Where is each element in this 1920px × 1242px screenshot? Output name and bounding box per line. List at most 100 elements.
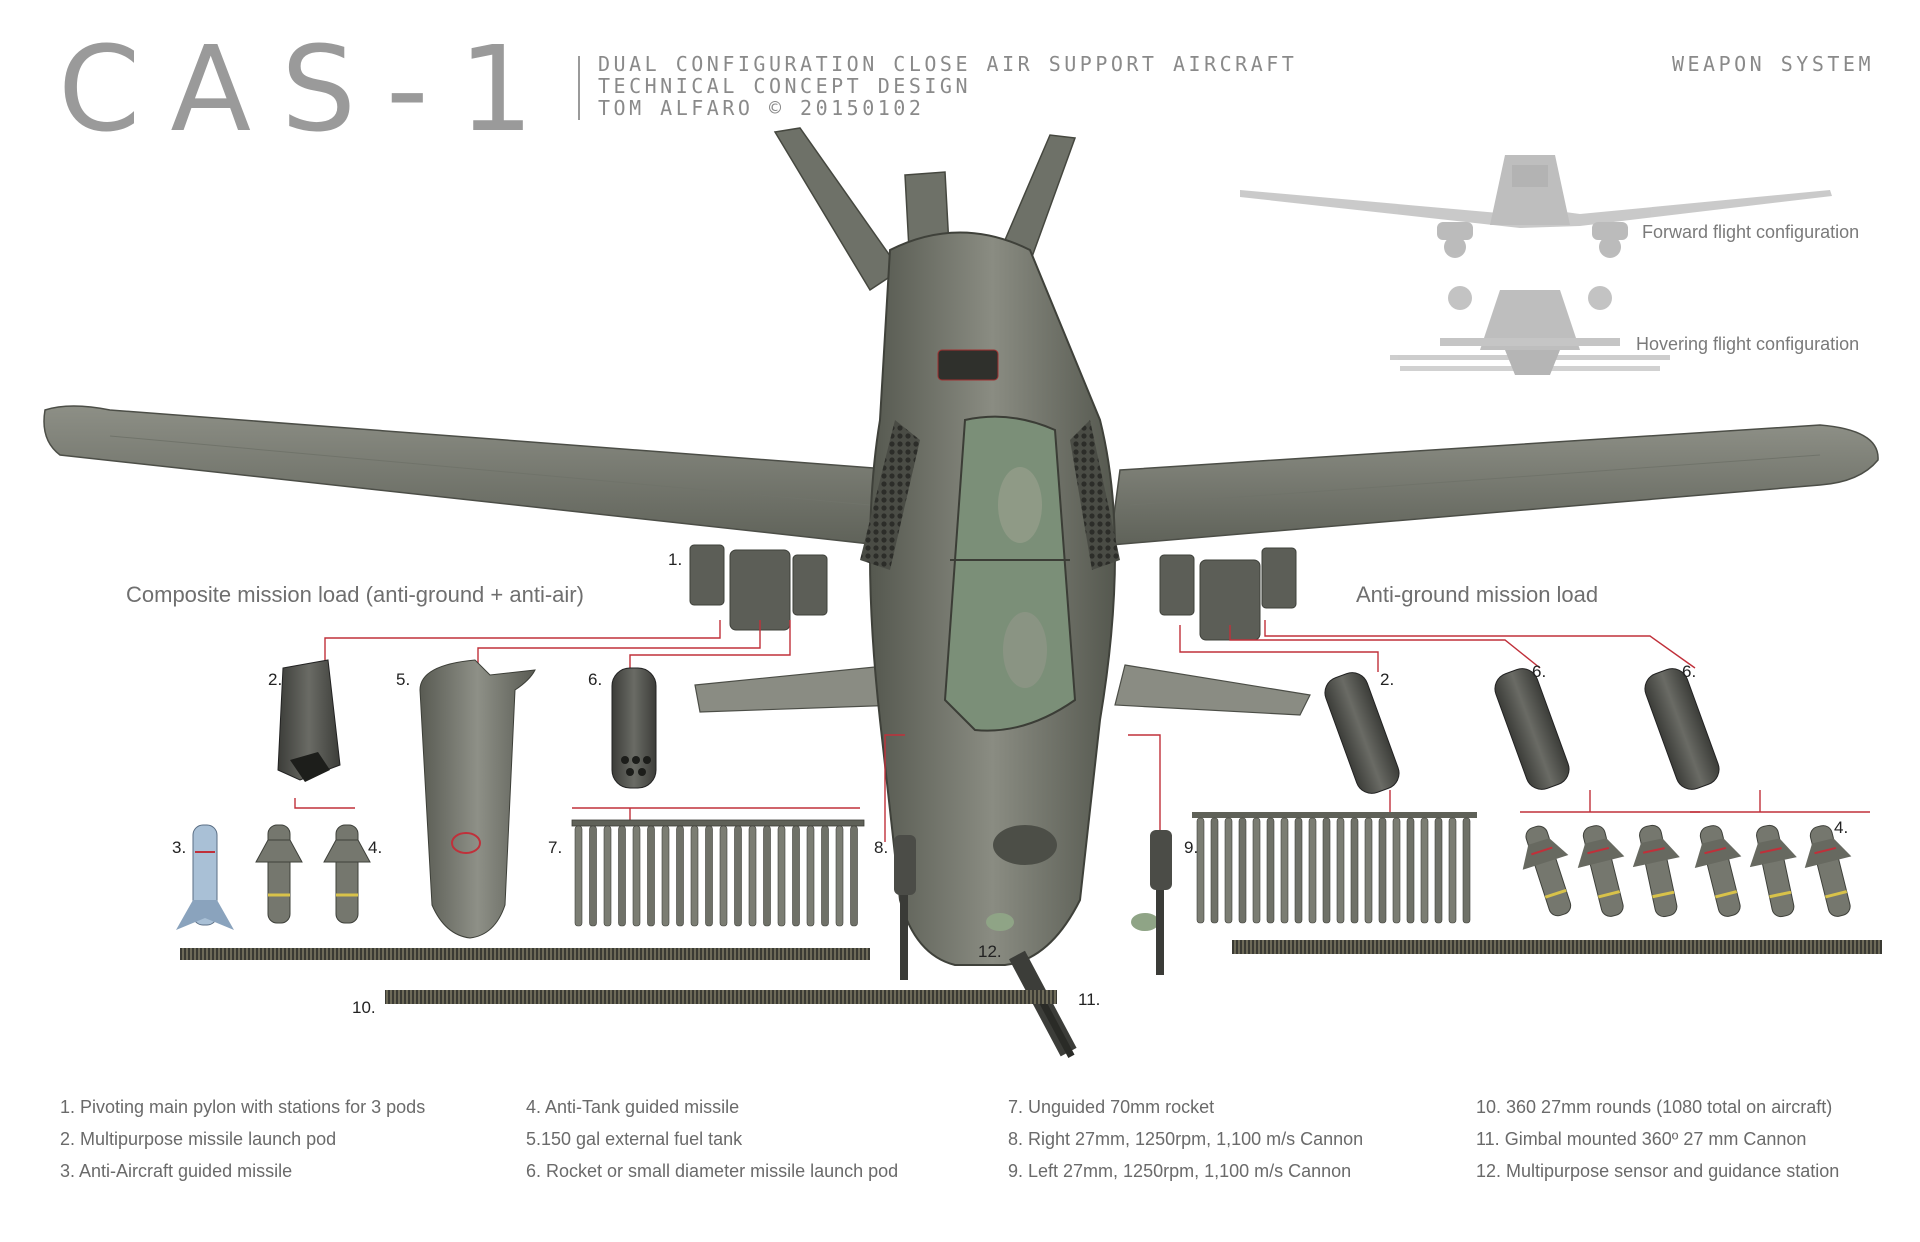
fuselage (860, 231, 1120, 966)
legend-item-8: 8. Right 27mm, 1250rpm, 1,100 m/s Cannon (1008, 1129, 1364, 1149)
header-subtitle-1: DUAL CONFIGURATION CLOSE AIR SUPPORT AIR… (598, 52, 1298, 76)
anti-tank-missile (1577, 825, 1625, 917)
main-pylon-left (689, 544, 828, 631)
rocket (661, 825, 670, 927)
unguided-rockets-left (574, 825, 858, 927)
rocket (1210, 817, 1219, 924)
rocket (705, 825, 713, 927)
anti-tank-missile (1522, 825, 1572, 917)
ammo-belt-center (385, 990, 1057, 1004)
rocket (1322, 817, 1331, 924)
legend-item-2: 2. Multipurpose missile launch pod (60, 1129, 337, 1149)
rocket (1224, 817, 1233, 924)
leader-lines (294, 620, 1870, 842)
main-pylon-right (1159, 547, 1297, 641)
anti-tank-missile (1804, 825, 1852, 917)
launch-pod-6-right-a (1494, 668, 1570, 790)
rocket (821, 825, 829, 927)
rocket (1238, 817, 1247, 924)
fuel-tank-5 (419, 659, 536, 939)
legend-item-1: 1. Pivoting main pylon with stations for… (60, 1097, 426, 1117)
anti-tank-missile (1632, 824, 1680, 918)
rocket (1252, 817, 1261, 924)
rocket (1364, 817, 1373, 924)
rocket (1308, 817, 1317, 924)
rocket (1448, 817, 1457, 924)
cannon-9 (1150, 830, 1172, 975)
callout-8: 8. (874, 838, 889, 857)
hover-config-thumbnail (1390, 286, 1670, 375)
rocket (1196, 817, 1205, 924)
callout-11: 11. (1078, 990, 1101, 1009)
ammo-belt-left (180, 948, 870, 960)
rocket (1392, 817, 1401, 924)
rocket (792, 825, 800, 927)
rocket (1294, 817, 1303, 924)
callout-2-right: 2. (1380, 670, 1395, 689)
sensor-pod-left (986, 913, 1014, 931)
main-wing (43, 405, 1879, 546)
callout-12: 12. (978, 942, 1002, 961)
rocket (589, 825, 597, 927)
rocket (618, 825, 626, 927)
anti-tank-missile (1749, 824, 1797, 918)
rocket (806, 825, 815, 927)
launch-pod-2-left (277, 659, 341, 782)
callout-4-left: 4. (368, 838, 383, 857)
rocket (1336, 817, 1345, 924)
gimbal-cannon (1009, 950, 1077, 1058)
forward-config-thumbnail (1240, 155, 1832, 258)
rocket (1280, 817, 1289, 924)
rocket (1462, 817, 1471, 924)
callout-9: 9. (1184, 838, 1199, 857)
composite-load-label: Composite mission load (anti-ground + an… (126, 582, 584, 607)
rocket (1378, 817, 1387, 924)
callout-2-left: 2. (268, 670, 283, 689)
hover-config-label: Hovering flight configuration (1636, 334, 1860, 354)
rocket (850, 825, 858, 927)
rocket (574, 825, 583, 927)
callout-3: 3. (172, 838, 187, 857)
callout-6-right-a: 6. (1532, 662, 1547, 681)
callout-6-left: 6. (588, 670, 603, 689)
rocket (719, 825, 728, 927)
sensor-pod-right (1131, 913, 1159, 931)
launch-pod-6-right-b (1644, 668, 1720, 790)
rocket (734, 825, 742, 927)
unguided-rockets-right (1196, 817, 1471, 924)
rocket (690, 825, 699, 927)
header-divider (578, 56, 580, 120)
legend-item-10: 10. 360 27mm rounds (1080 total on aircr… (1476, 1097, 1833, 1117)
legend-item-12: 12. Multipurpose sensor and guidance sta… (1476, 1161, 1840, 1181)
cannon-8 (894, 835, 916, 980)
callout-10: 10. (352, 998, 376, 1017)
rocket (632, 825, 641, 927)
rocket (676, 825, 684, 927)
header-subtitle-2: TECHNICAL CONCEPT DESIGN (598, 74, 971, 98)
ammo-belt-right (1232, 940, 1882, 954)
legend-item-4: 4. Anti-Tank guided missile (526, 1097, 740, 1117)
stabilizer-left (694, 664, 901, 713)
legend-item-6: 6. Rocket or small diameter missile laun… (526, 1161, 899, 1181)
callout-5: 5. (396, 670, 411, 689)
anti-tank-missiles-4-left (255, 824, 371, 924)
callout-1: 1. (668, 550, 683, 569)
header-subtitle-3: TOM ALFARO © 20150102 (598, 96, 925, 120)
legend-item-7: 7. Unguided 70mm rocket (1008, 1097, 1215, 1117)
rocket (1434, 817, 1443, 924)
legend-item-11: 11. Gimbal mounted 360º 27 mm Cannon (1476, 1129, 1807, 1149)
rocket-rack-7 (571, 819, 865, 827)
anti-air-missile-3 (176, 824, 234, 930)
launch-pod-2-right (1324, 672, 1400, 794)
anti-tank-missiles-4-right (1522, 824, 1852, 918)
stabilizer-right (1114, 664, 1311, 716)
rocket (1266, 817, 1275, 924)
rocket (763, 825, 771, 927)
launch-pod-6-left (611, 667, 657, 789)
rocket (748, 825, 757, 927)
rocket (603, 825, 612, 927)
forward-config-label: Forward flight configuration (1642, 222, 1860, 242)
legend-item-9: 9. Left 27mm, 1250rpm, 1,100 m/s Cannon (1008, 1161, 1352, 1181)
